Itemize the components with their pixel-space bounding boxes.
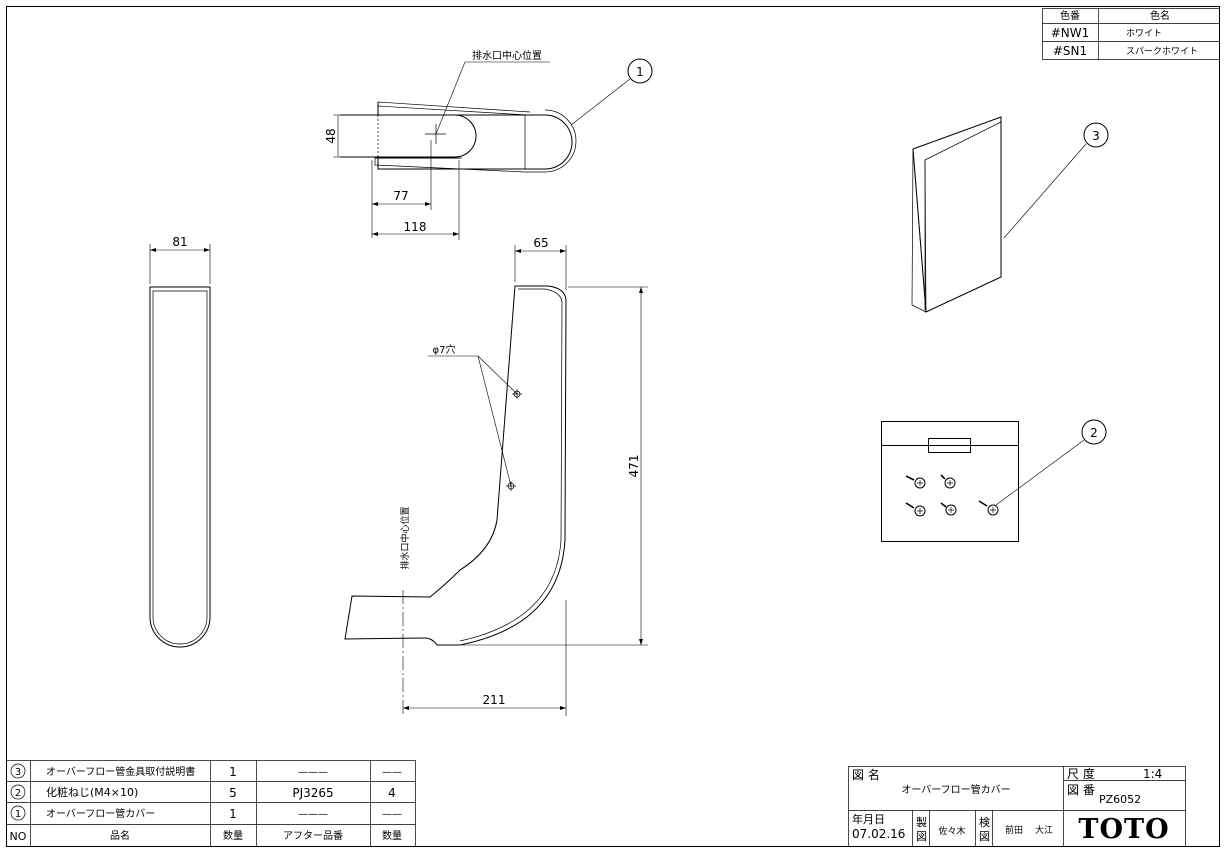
top-view: 48 77 118 排水口中心位置 [324,49,577,240]
header-after: アフター品番 [283,830,343,842]
part-after-qty-1: —— [382,809,402,820]
dim-471: 471 [627,455,641,478]
screw-icon [940,474,956,489]
scale-label: 尺 度 [1067,766,1095,781]
part-name-2: 化粧ねじ(M4×10) [46,785,138,799]
part-after-3: ——— [298,767,328,778]
part-no-2-circle [10,784,26,800]
part-qty-2: 5 [229,786,237,800]
dim-48: 48 [324,128,338,143]
svg-text:1: 1 [636,65,644,79]
drawing-name-label: 図 名 [852,767,880,782]
part-no-1: 1 [15,809,21,820]
part-no-1-circle [10,805,26,821]
sheet-border [6,6,1220,847]
drawn-by: 佐々木 [938,825,965,837]
part-name-3: オーバーフロー管金具取付説明書 [46,765,195,778]
drain-center-label-side: 排水口中心位置 [399,506,411,569]
dim-118: 118 [404,220,427,234]
dim-77: 77 [393,189,408,203]
front-view: 81 [149,235,211,648]
side-view: φ7穴 排水口中心位置 65 471 211 [344,236,648,716]
dim-65: 65 [533,236,548,250]
scale-value: 1:4 [1143,767,1162,781]
color-name-spark-white: スパークホワイト [1126,46,1198,57]
check-label-1: 検 [979,815,990,829]
dim-81: 81 [172,235,187,249]
color-code-sn1: #SN1 [1053,44,1087,58]
number-label: 図 番 [1067,783,1095,797]
svg-text:2: 2 [1090,426,1098,440]
svg-text:3: 3 [1092,129,1100,143]
screw-icon [940,502,957,516]
part-after-qty-2: 4 [388,786,396,800]
balloon-2: 2 [995,419,1107,506]
header-no: NO [10,830,27,843]
color-code-header: 色番 [1060,9,1080,22]
part-qty-3: 1 [229,765,237,779]
part-no-3: 3 [15,767,21,778]
color-name-white: ホワイト [1126,28,1162,39]
drawn-label-2: 図 [916,830,927,843]
color-name-header: 色名 [1150,9,1170,22]
part-no-3-circle [10,763,26,779]
screw-icon [978,500,999,516]
drawn-label-1: 製 [916,815,927,829]
instruction-booklet [911,116,1002,313]
header-name: 品名 [110,829,130,842]
date-label: 年月日 [852,812,885,826]
part-name-1: オーバーフロー管カバー [46,807,155,820]
header-qty: 数量 [223,829,243,842]
toto-logo: TOTO [1078,814,1169,845]
balloon-1: 1 [570,58,653,126]
drawing-name: オーバーフロー管カバー [901,783,1010,796]
screw-icon [905,475,926,489]
date-value: 07.02.16 [852,827,905,841]
part-after-2: PJ3265 [292,786,333,800]
check-label-2: 図 [979,830,990,843]
part-no-2: 2 [15,788,21,799]
title-block: 図 名 オーバーフロー管カバー 尺 度 1:4 図 番 PZ6052 年月日 0… [848,766,1186,847]
parts-list-table: 3 オーバーフロー管金具取付説明書 1 ——— —— 2 化粧ねじ(M4×10)… [6,760,416,847]
screw-package [881,421,1019,542]
drain-center-label-top: 排水口中心位置 [472,49,542,62]
checked-by-1: 前田 [1005,824,1023,836]
checked-by-2: 大江 [1035,824,1053,836]
part-qty-1: 1 [229,807,237,821]
screw-icon [905,502,926,517]
drawing-number: PZ6052 [1099,793,1141,806]
color-code-nw1: #NW1 [1051,26,1090,40]
dim-211: 211 [483,693,506,707]
color-table: 色番 色名 #NW1 ホワイト #SN1 スパークホワイト [1042,8,1220,60]
part-after-qty-3: —— [382,767,402,778]
balloon-3: 3 [1003,122,1109,239]
hole-label: φ7穴 [433,343,456,356]
header-after-qty: 数量 [382,829,402,842]
part-after-1: ——— [298,809,328,820]
